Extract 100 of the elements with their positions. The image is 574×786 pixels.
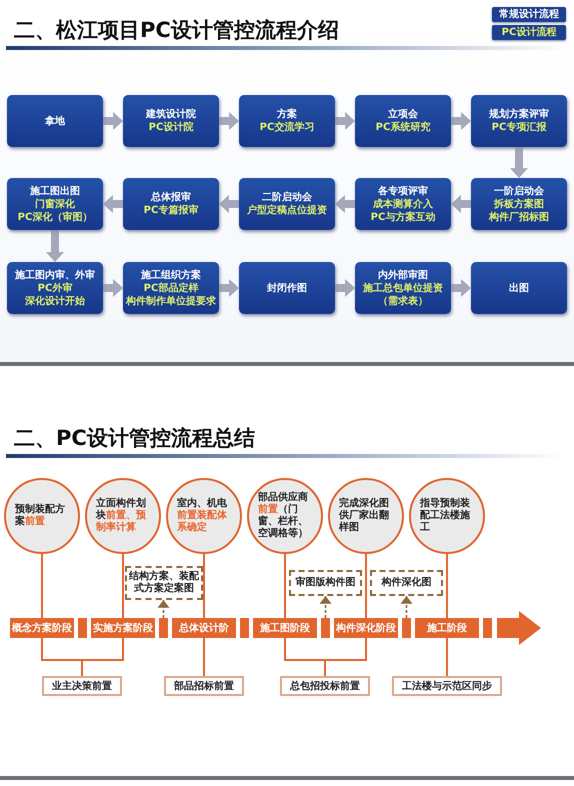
block-arrow (335, 279, 355, 297)
node-text: 实施方案阶段 (93, 621, 153, 635)
block-arrow (103, 112, 123, 130)
dashed-note-box (125, 566, 203, 600)
block-arrow (103, 279, 123, 297)
connector-line (365, 554, 367, 618)
node-text: PC深化（审图） (18, 210, 92, 224)
node-text: PC专篇报审 (144, 204, 198, 217)
node-text: 出图 (509, 282, 529, 294)
node-text: PC专项汇报 (492, 121, 546, 134)
node-text: 封闭作图 (267, 282, 307, 294)
dashed-note-box (370, 570, 443, 596)
connector-line (284, 554, 286, 618)
result-box (42, 676, 122, 696)
dashed-note-box (289, 570, 362, 596)
process-box (471, 262, 567, 314)
node-text: 拿地 (45, 114, 65, 128)
process-box (239, 262, 335, 314)
stage-bar (172, 618, 236, 638)
node-text: 部品招标前置 (174, 680, 234, 693)
stage-marker (159, 618, 168, 638)
connector-line (324, 638, 367, 676)
block-arrow (103, 195, 123, 213)
node-text: 内外部审图 (378, 268, 428, 282)
connector-line (122, 554, 124, 618)
stage-bar (415, 618, 479, 638)
connector-line (203, 638, 205, 676)
block-arrow (335, 195, 355, 213)
slide-title: 二、PC设计管控流程总结 (14, 425, 255, 452)
process-box (471, 178, 567, 230)
process-box (123, 262, 219, 314)
connector-line (203, 554, 205, 618)
stage-marker (240, 618, 249, 638)
node-text: 各专项评审 (378, 184, 428, 198)
stage-bar (253, 618, 317, 638)
stage-bar (334, 618, 398, 638)
node-text: 施工图出图 (30, 184, 80, 198)
node-text: 构件深化阶段 (336, 622, 396, 635)
node-text: 完成深化图供厂家出翻样图 (339, 498, 390, 534)
process-box (7, 262, 103, 314)
process-box (471, 95, 567, 147)
node-text: 二阶启动会 (262, 191, 312, 204)
dashed-arrow (400, 596, 412, 618)
process-box (355, 95, 451, 147)
node-text: PC交流学习 (260, 121, 314, 134)
connector-line (41, 554, 43, 618)
connector-line (81, 638, 124, 676)
dashed-arrow (320, 596, 332, 618)
process-box (7, 95, 103, 147)
slide-title: 二、松江项目PC设计管控流程介绍 (14, 17, 339, 44)
node-text: 拆板方案图 (494, 198, 544, 210)
node-text: 成本测算介入 (373, 198, 433, 210)
node-text: PC外审 (38, 282, 72, 294)
stage-marker (78, 618, 87, 638)
tab-label: 常规设计流程 (492, 7, 566, 22)
node-text: 深化设计开始 (25, 294, 85, 308)
node-text: 总包招投标前置 (290, 680, 360, 693)
stage-marker (321, 618, 330, 638)
process-box (123, 95, 219, 147)
node-text: 建筑设计院 (146, 108, 196, 121)
node-text: 构件制作单位提要求 (126, 294, 216, 308)
node-text: （需求表） (378, 294, 428, 308)
node-text: 总体设计阶 (179, 622, 229, 635)
result-box (392, 676, 502, 696)
node-text: 总体报审 (151, 191, 191, 204)
node-text: 施工总包单位提资 (363, 282, 443, 294)
block-arrow (451, 112, 471, 130)
node-text: 规划方案评审 (489, 108, 549, 121)
block-arrow (219, 112, 239, 130)
tab-label: PC设计流程 (492, 25, 566, 40)
node-text: 施工阶段 (427, 622, 467, 635)
block-arrow (451, 195, 471, 213)
process-box (123, 178, 219, 230)
node-text: 一阶启动会 (494, 184, 544, 198)
node-text: PC部品定样 (144, 282, 198, 294)
process-box (355, 262, 451, 314)
node-text: 立面构件划块前置、预制率计算 (96, 498, 147, 534)
connector-line (446, 554, 448, 618)
stage-marker (402, 618, 411, 638)
node-text: PC与方案互动 (370, 210, 436, 224)
node-text: 概念方案阶段 (12, 621, 72, 635)
node-text: 门窗深化 (35, 198, 75, 210)
node-text: 施工组织方案 (141, 268, 201, 282)
node-text: 施工图阶段 (260, 622, 310, 635)
node-text: 结构方案、装配式方案定案图 (128, 571, 200, 595)
block-arrow (219, 279, 239, 297)
node-text: 审图版构件图 (296, 577, 356, 589)
node-text: 工法楼与示范区同步 (402, 680, 492, 693)
block-arrow (219, 195, 239, 213)
node-text: 方案 (277, 108, 297, 121)
node-text: 部品供应商前置（门窗、栏杆、空调格等） (258, 492, 309, 540)
node-text: 室内、机电前置装配体系确定 (177, 498, 228, 534)
process-box (239, 178, 335, 230)
connector-line (446, 638, 448, 676)
node-text: 施工图内审、外审 (15, 268, 95, 282)
node-text: 业主决策前置 (52, 679, 112, 693)
node-text: 指导预制装配工法楼施工 (420, 498, 471, 534)
result-box (280, 676, 370, 696)
block-arrow (46, 230, 64, 262)
node-text: 立项会 (388, 108, 418, 121)
